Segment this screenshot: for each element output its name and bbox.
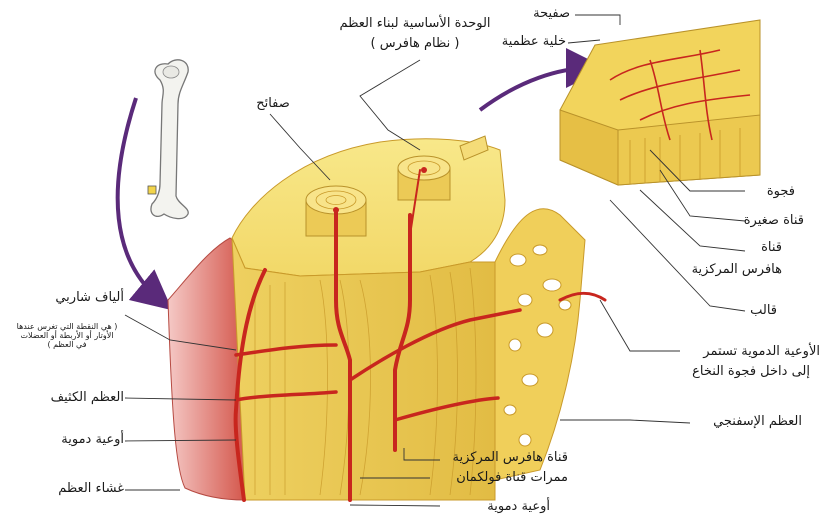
label-haversian-canal-bottom: قناة هافرس المركزية xyxy=(428,450,568,466)
title-line1: الوحدة الأساسية لبناء العظم xyxy=(310,16,520,32)
label-central-canal-2: هافرس المركزية xyxy=(690,262,782,278)
label-spongy-bone: العظم الإسفنجي xyxy=(690,414,802,430)
label-lamella: صفيحة xyxy=(500,6,570,22)
label-lamellae: صفائح xyxy=(238,96,308,112)
label-lacuna: فجوة xyxy=(735,184,795,200)
label-periosteum: غشاء العظم xyxy=(26,481,124,497)
label-matrix: قالب xyxy=(735,303,777,319)
label-sharpey-fibers: ألياف شاربي xyxy=(14,290,124,306)
label-compact-bone: العظم الكثيف xyxy=(26,390,124,406)
label-central-canal-1: قناة xyxy=(720,240,782,256)
label-vessels-marrow-1: الأوعية الدموية تستمر xyxy=(660,344,820,360)
label-sharpey-note-1: ( هي النقطة التي تغرس عندها xyxy=(8,322,126,331)
label-osteocyte: خلية عظمية xyxy=(484,34,566,50)
label-blood-vessels-bottom: أوعية دموية xyxy=(440,499,550,515)
label-sharpey-note-3: في العظم ) xyxy=(8,340,126,349)
label-canaliculus: قناة صغيرة xyxy=(722,213,804,229)
label-blood-vessels-left: أوعية دموية xyxy=(26,432,124,448)
label-sharpey-note-2: الأوتار أو الأربطة أو العضلات xyxy=(8,331,126,340)
label-vessels-marrow-2: إلى داخل فجوة النخاع xyxy=(660,364,810,380)
label-volkmann-canals: ممرات قناة فولكمان xyxy=(428,470,568,486)
